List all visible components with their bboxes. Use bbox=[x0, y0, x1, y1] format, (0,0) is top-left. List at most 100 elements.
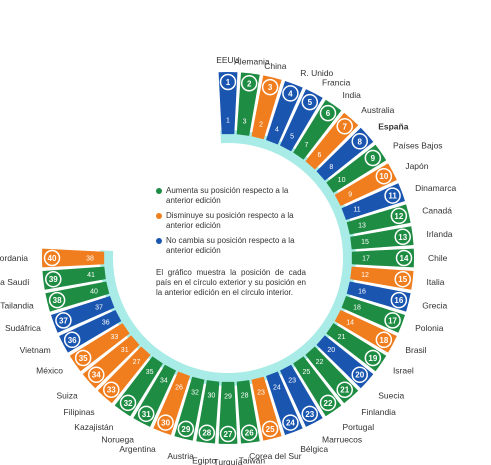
legend-text-down: Disminuye su posición respecto a la ante… bbox=[166, 211, 294, 230]
country-label-35: México bbox=[36, 365, 63, 375]
current-rank-12: 12 bbox=[394, 212, 403, 221]
previous-rank-12: 13 bbox=[358, 222, 366, 229]
current-rank-badge-5 bbox=[301, 93, 319, 111]
previous-rank-6: 7 bbox=[304, 142, 308, 149]
previous-rank-3: 2 bbox=[259, 122, 263, 129]
previous-rank-11: 11 bbox=[353, 207, 360, 214]
current-rank-18: 18 bbox=[379, 336, 388, 345]
current-rank-badge-8 bbox=[351, 133, 368, 150]
previous-rank-25: 23 bbox=[257, 389, 265, 396]
current-rank-badge-10 bbox=[375, 167, 393, 185]
current-rank-badge-37 bbox=[55, 312, 72, 329]
country-label-31: Noruega bbox=[101, 434, 134, 444]
current-rank-badge-13 bbox=[394, 228, 411, 246]
country-label-32: Kazajistán bbox=[74, 422, 113, 432]
previous-rank-20: 20 bbox=[327, 347, 335, 354]
legend-item-up: Aumenta su posición respecto a la anteri… bbox=[156, 186, 306, 206]
current-rank-badge-19 bbox=[364, 349, 382, 367]
previous-rank-17: 18 bbox=[353, 304, 361, 311]
previous-rank-24: 24 bbox=[273, 385, 281, 392]
current-rank-badge-20 bbox=[351, 366, 368, 383]
current-rank-7: 7 bbox=[342, 122, 347, 131]
current-rank-badge-28 bbox=[198, 424, 216, 441]
current-rank-badge-34 bbox=[88, 366, 105, 383]
current-rank-30: 30 bbox=[161, 419, 170, 428]
country-label-15: Italia bbox=[427, 277, 445, 287]
country-label-9: Países Bajos bbox=[393, 141, 443, 151]
current-rank-1: 1 bbox=[226, 78, 231, 87]
country-label-3: China bbox=[264, 61, 286, 71]
previous-rank-40: 38 bbox=[86, 256, 94, 263]
country-label-10: Japón bbox=[405, 161, 428, 171]
country-label-4: R. Unido bbox=[300, 68, 333, 78]
country-label-36: Vietnam bbox=[20, 345, 51, 355]
legend-dot-down bbox=[156, 213, 162, 219]
current-rank-badge-3 bbox=[261, 78, 279, 96]
current-rank-10: 10 bbox=[379, 172, 388, 181]
country-label-27: Turquía bbox=[214, 457, 243, 465]
current-rank-38: 38 bbox=[53, 296, 62, 305]
current-rank-31: 31 bbox=[142, 410, 151, 419]
country-label-13: Irlanda bbox=[427, 229, 453, 239]
country-label-24: Bélgica bbox=[300, 444, 328, 454]
current-rank-badge-31 bbox=[137, 405, 155, 423]
country-label-26: Taiwán bbox=[239, 456, 266, 465]
country-label-5: Francia bbox=[322, 78, 351, 88]
previous-rank-21: 22 bbox=[316, 359, 324, 366]
country-label-18: Brasil bbox=[405, 345, 426, 355]
country-label-21: Finlandia bbox=[361, 407, 396, 417]
current-rank-33: 33 bbox=[107, 386, 116, 395]
country-label-34: Suiza bbox=[57, 390, 79, 400]
previous-rank-28: 30 bbox=[207, 392, 215, 399]
current-rank-25: 25 bbox=[266, 425, 275, 434]
current-rank-34: 34 bbox=[92, 371, 101, 380]
country-label-1: EEUU bbox=[216, 55, 240, 65]
previous-rank-38: 40 bbox=[90, 289, 98, 296]
country-label-16: Grecia bbox=[422, 300, 447, 310]
current-rank-badge-1 bbox=[219, 73, 237, 91]
previous-rank-5: 5 bbox=[290, 133, 294, 140]
current-rank-badge-38 bbox=[48, 291, 66, 309]
current-rank-badge-16 bbox=[390, 291, 408, 309]
current-rank-14: 14 bbox=[400, 254, 409, 263]
current-rank-badge-22 bbox=[319, 394, 337, 412]
current-rank-17: 17 bbox=[388, 316, 397, 325]
current-rank-badge-7 bbox=[336, 118, 353, 135]
previous-rank-34: 31 bbox=[121, 347, 129, 354]
current-rank-11: 11 bbox=[388, 192, 397, 201]
previous-rank-15: 12 bbox=[361, 272, 369, 279]
country-label-6: India bbox=[342, 90, 361, 100]
current-rank-16: 16 bbox=[394, 296, 403, 305]
chart-note: El gráfico muestra la posición de cada p… bbox=[156, 268, 306, 297]
current-rank-badge-18 bbox=[375, 331, 393, 349]
country-label-8: España bbox=[378, 122, 409, 132]
previous-rank-10: 9 bbox=[348, 191, 352, 198]
legend-dot-same bbox=[156, 238, 162, 244]
current-rank-39: 39 bbox=[49, 275, 58, 284]
legend-text-up: Aumenta su posición respecto a la anteri… bbox=[166, 186, 289, 205]
current-rank-23: 23 bbox=[305, 410, 314, 419]
legend: Aumenta su posición respecto a la anteri… bbox=[156, 186, 306, 298]
current-rank-36: 36 bbox=[68, 336, 77, 345]
country-label-11: Dinamarca bbox=[415, 183, 456, 193]
current-rank-40: 40 bbox=[48, 254, 57, 263]
country-label-25: Corea del Sur bbox=[249, 451, 302, 461]
previous-rank-37: 37 bbox=[95, 304, 103, 311]
legend-item-down: Disminuye su posición respecto a la ante… bbox=[156, 211, 306, 231]
country-label-40: Jordania bbox=[0, 253, 28, 263]
country-label-38: Tailandia bbox=[0, 300, 34, 310]
current-rank-22: 22 bbox=[324, 399, 333, 408]
current-rank-13: 13 bbox=[398, 233, 407, 242]
country-label-17: Polonia bbox=[415, 323, 444, 333]
country-label-23: Marruecos bbox=[322, 434, 362, 444]
current-rank-21: 21 bbox=[340, 386, 349, 395]
country-label-2: Alemania bbox=[234, 56, 270, 66]
country-label-7: Australia bbox=[361, 105, 394, 115]
previous-rank-13: 15 bbox=[361, 239, 369, 246]
current-rank-badge-36 bbox=[63, 331, 81, 349]
current-rank-9: 9 bbox=[371, 154, 376, 163]
current-rank-badge-35 bbox=[74, 349, 92, 367]
current-rank-20: 20 bbox=[355, 371, 364, 380]
